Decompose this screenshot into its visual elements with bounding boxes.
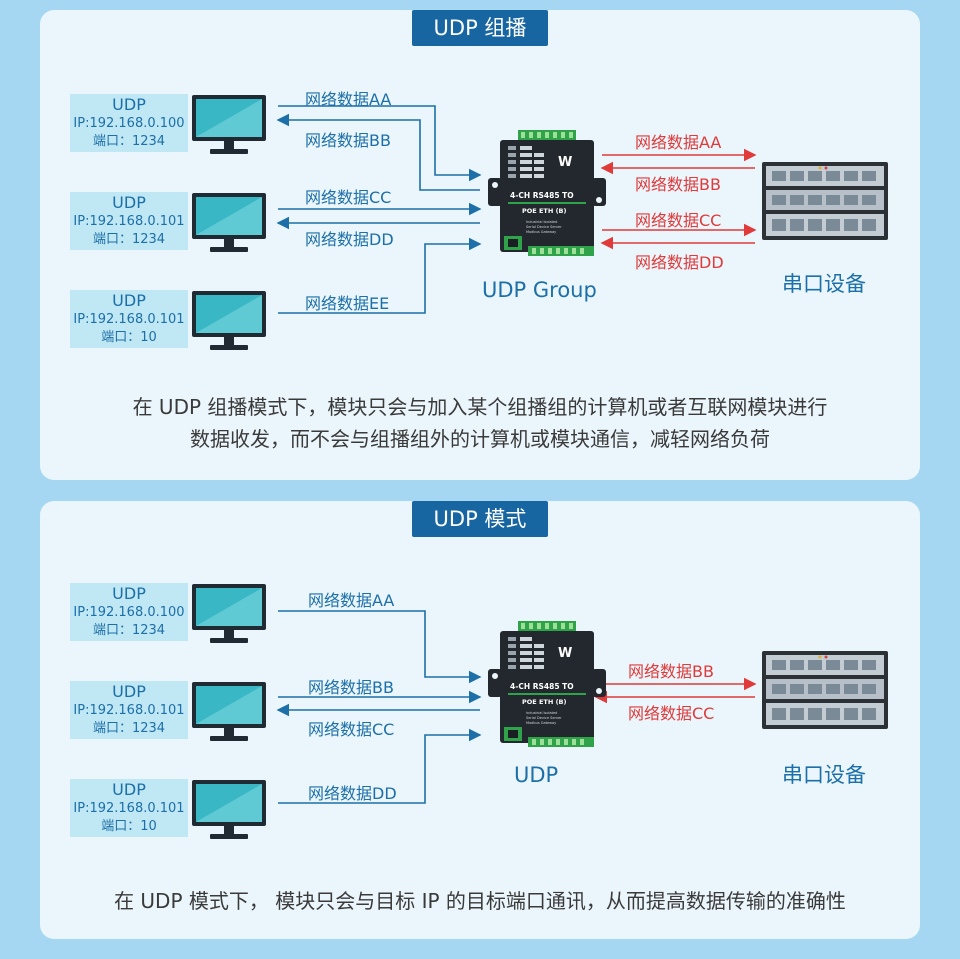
pc-info-box: UDP IP:192.168.0.101 端口：10 <box>70 290 188 348</box>
server-rack-icon <box>762 651 888 729</box>
pc-ip: IP:192.168.0.100 <box>73 116 185 131</box>
svg-text:W: W <box>558 155 572 170</box>
data-label-cc: 网络数据CC <box>308 720 395 739</box>
caption-line-1: 在 UDP 组播模式下，模块只会与加入某个组播组的计算机或者互联网模块进行 <box>132 395 828 419</box>
device-name: UDP <box>514 763 559 787</box>
data-label-dd: 网络数据DD <box>305 230 394 249</box>
pc-info-box: UDP IP:192.168.0.101 端口：1234 <box>70 681 188 739</box>
device-desc-3: Modbus Gateway <box>526 721 556 725</box>
data-label-aa: 网络数据AA <box>305 90 392 109</box>
udp-mode-panel: UDP 模式 UDP IP:192.168.0.100 端口：1234 <box>40 501 920 939</box>
pc-1: UDP IP:192.168.0.100 端口：1234 <box>70 583 340 647</box>
caption-line-2: 数据收发，而不会与组播组外的计算机或模块通信，减轻网络负荷 <box>190 427 770 451</box>
arrow-bb <box>276 113 480 191</box>
data-label-bb: 网络数据BB <box>308 678 394 697</box>
data-label-cc: 网络数据CC <box>305 188 392 207</box>
monitor-icon <box>192 95 266 154</box>
multicast-arrows <box>276 105 757 314</box>
pc-info-box: UDP IP:192.168.0.101 端口：10 <box>70 779 188 837</box>
pc-info-box: UDP IP:192.168.0.100 端口：1234 <box>70 94 188 152</box>
pc-port: 端口：1234 <box>92 232 166 247</box>
pc-ip: IP:192.168.0.101 <box>73 214 185 229</box>
monitor-icon <box>192 780 266 839</box>
serial-device-label: 串口设备 <box>782 763 866 787</box>
pc-1: UDP IP:192.168.0.100 端口：1234 <box>70 94 340 158</box>
device-model-text: 4-CH RS485 TO <box>510 682 574 691</box>
pc-protocol: UDP <box>112 584 146 603</box>
device-desc-1: Industrial Isolated <box>526 711 557 715</box>
data-label-aa: 网络数据AA <box>308 591 395 610</box>
udp-multicast-panel: UDP 组播 UDP IP:192.168.0.100 端口：1234 <box>40 10 920 480</box>
device-desc-2: Serial Device Server <box>526 716 562 720</box>
unicast-arrows <box>276 610 757 804</box>
pc-port: 端口：10 <box>101 330 157 345</box>
caption: 在 UDP 模式下， 模块只会与目标 IP 的目标端口通讯，从而提高数据传输的准… <box>114 889 846 913</box>
monitor-icon <box>192 682 266 741</box>
device-model2-text: POE ETH (B) <box>522 207 566 215</box>
pc-3: UDP IP:192.168.0.101 端口：10 <box>70 290 340 354</box>
device-model2-text: POE ETH (B) <box>522 698 566 706</box>
arrow-aa <box>278 105 482 182</box>
pc-port: 端口：1234 <box>92 721 166 736</box>
device-model-text: 4-CH RS485 TO <box>510 191 574 200</box>
pc-2: UDP IP:192.168.0.101 端口：1234 <box>70 192 340 256</box>
svg-text:W: W <box>558 646 572 661</box>
serial-device-server-icon: W 4-CH RS485 TO POE ETH (B) Industrial I… <box>488 621 606 747</box>
device-desc-3: Modbus Gateway <box>526 230 556 234</box>
serial-label-cc: 网络数据CC <box>628 704 715 723</box>
pc-port: 端口：1234 <box>92 134 166 149</box>
pc-protocol: UDP <box>112 193 146 212</box>
pc-port: 端口：10 <box>101 819 157 834</box>
serial-device-label: 串口设备 <box>782 272 866 296</box>
data-label-ee: 网络数据EE <box>305 294 390 313</box>
serial-label-bb: 网络数据BB <box>628 662 714 681</box>
pc-protocol: UDP <box>112 95 146 114</box>
device-name: UDP Group <box>482 278 597 302</box>
data-label-dd: 网络数据DD <box>308 784 397 803</box>
monitor-icon <box>192 193 266 252</box>
serial-label-cc: 网络数据CC <box>635 211 722 230</box>
serial-device-server-icon: W 4-CH RS485 TO POE ETH (B) Industrial I… <box>488 130 606 256</box>
pc-info-box: UDP IP:192.168.0.100 端口：1234 <box>70 583 188 641</box>
monitor-icon <box>192 291 266 350</box>
pc-protocol: UDP <box>112 780 146 799</box>
serial-label-bb: 网络数据BB <box>635 175 721 194</box>
device-desc-2: Serial Device Server <box>526 225 562 229</box>
serial-label-dd: 网络数据DD <box>635 253 724 272</box>
device-desc-1: Industrial Isolated <box>526 220 557 224</box>
pc-2: UDP IP:192.168.0.101 端口：1234 <box>70 681 340 745</box>
pc-ip: IP:192.168.0.101 <box>73 801 185 816</box>
pc-info-box: UDP IP:192.168.0.101 端口：1234 <box>70 192 188 250</box>
pc-3: UDP IP:192.168.0.101 端口：10 <box>70 779 340 843</box>
pc-protocol: UDP <box>112 291 146 310</box>
arrow-ee <box>278 237 482 314</box>
panel-title: UDP 组播 <box>412 10 548 46</box>
data-label-bb: 网络数据BB <box>305 131 391 150</box>
pc-port: 端口：1234 <box>92 623 166 638</box>
panel-title: UDP 模式 <box>412 501 548 537</box>
server-rack-icon <box>762 162 888 240</box>
pc-ip: IP:192.168.0.101 <box>73 703 185 718</box>
pc-protocol: UDP <box>112 682 146 701</box>
pc-ip: IP:192.168.0.100 <box>73 605 185 620</box>
monitor-icon <box>192 584 266 643</box>
serial-label-aa: 网络数据AA <box>635 133 722 152</box>
pc-ip: IP:192.168.0.101 <box>73 312 185 327</box>
